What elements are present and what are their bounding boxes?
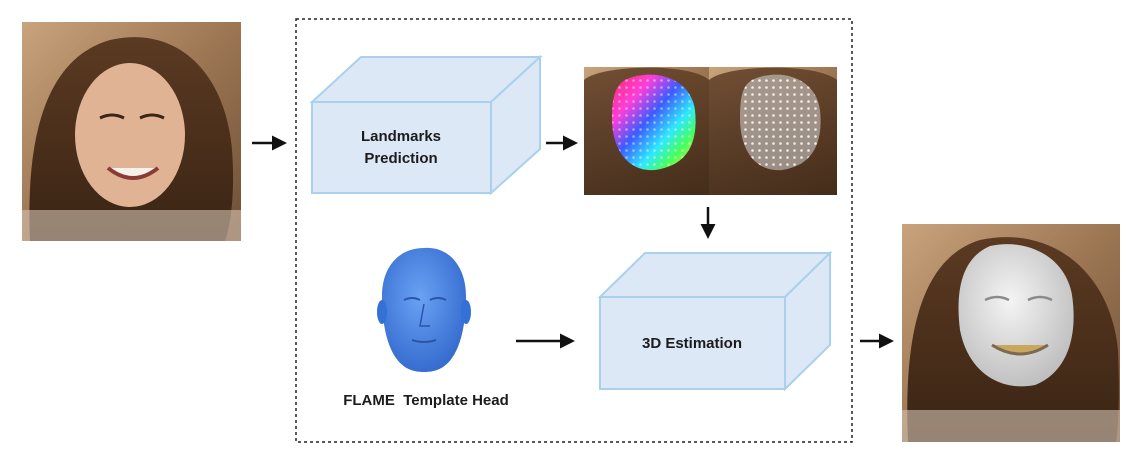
template-head-caption: FLAME Template Head <box>343 392 509 409</box>
pipeline-frame <box>295 18 853 443</box>
estimation-box: 3D Estimation <box>597 250 833 392</box>
colored-landmarks-image <box>584 67 709 195</box>
landmarks-label-line2: Prediction <box>364 150 437 167</box>
estimation-label: 3D Estimation <box>642 335 742 352</box>
landmarks-prediction-box: Landmarks Prediction <box>309 54 543 196</box>
flame-template-head <box>377 247 471 372</box>
landmarks-label-line1: Landmarks <box>361 128 441 145</box>
mesh-landmarks-image <box>709 67 837 195</box>
input-photo <box>22 22 241 241</box>
output-reconstruction-image <box>902 224 1120 442</box>
